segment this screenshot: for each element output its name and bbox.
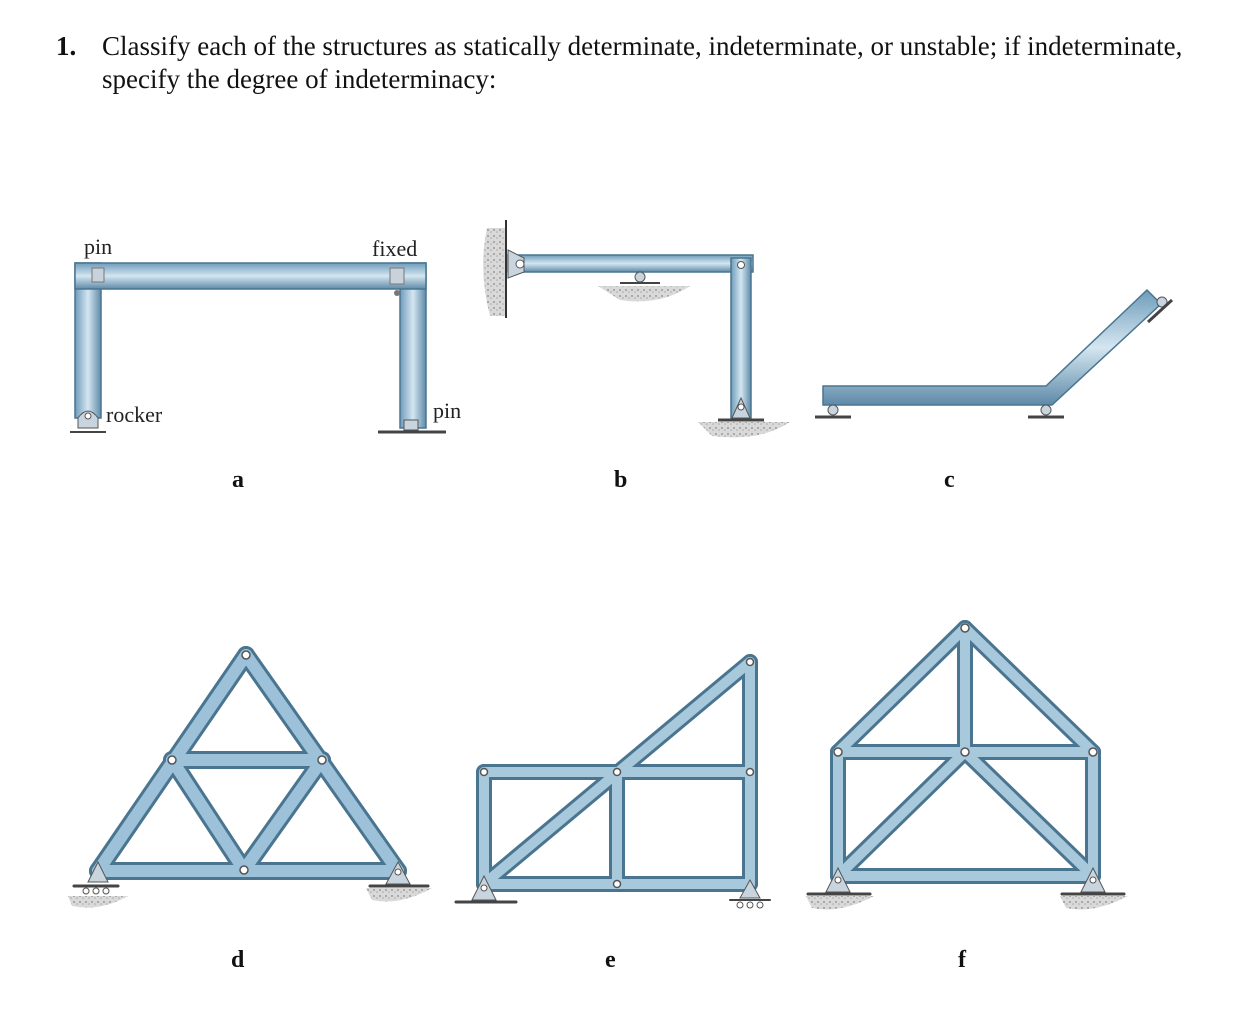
- label-pin-top: pin: [84, 234, 112, 259]
- member: [960, 623, 1098, 757]
- pin-support: [698, 396, 790, 438]
- roller-support: [598, 271, 690, 302]
- caption-d: d: [231, 947, 245, 973]
- figure-f: f: [806, 620, 1128, 973]
- member: [166, 754, 250, 876]
- figure-a: pin fixed rocker pin a: [70, 234, 461, 493]
- inclined-roller-support: [1146, 296, 1174, 324]
- roller-support: [68, 860, 128, 908]
- member: [74, 262, 427, 290]
- pin-support: [806, 866, 874, 910]
- pin-support: [366, 860, 432, 902]
- wall-ground: [483, 228, 505, 316]
- question-number: 1.: [56, 31, 77, 61]
- caption-c: c: [944, 467, 955, 493]
- member: [833, 623, 970, 757]
- rocker-support: [70, 410, 106, 433]
- roller-support: [815, 404, 851, 419]
- fixed-connection: [389, 267, 405, 285]
- member: [238, 754, 328, 876]
- caption-b: b: [614, 467, 627, 493]
- figure-c: c: [815, 288, 1174, 493]
- label-fixed: fixed: [372, 236, 417, 261]
- label-rocker: rocker: [106, 402, 163, 427]
- pin-connection: [91, 267, 105, 283]
- member: [822, 288, 1163, 406]
- roller-support: [1028, 404, 1064, 419]
- question-text: Classify each of the structures as stati…: [102, 31, 1183, 94]
- caption-a: a: [232, 467, 244, 493]
- member: [507, 254, 754, 273]
- caption-f: f: [958, 947, 967, 973]
- caption-e: e: [605, 947, 616, 973]
- figure-b: b: [483, 220, 790, 493]
- member: [833, 747, 970, 881]
- pin-support: [1060, 866, 1128, 910]
- member: [960, 747, 1098, 881]
- pin-support: [378, 419, 446, 434]
- pin-support: [454, 874, 518, 904]
- figure-d: d: [68, 646, 432, 973]
- figure-e: e: [454, 654, 771, 973]
- member: [399, 262, 427, 429]
- roller-support: [729, 878, 771, 909]
- member: [730, 257, 752, 421]
- label-pin-bottom: pin: [433, 398, 461, 423]
